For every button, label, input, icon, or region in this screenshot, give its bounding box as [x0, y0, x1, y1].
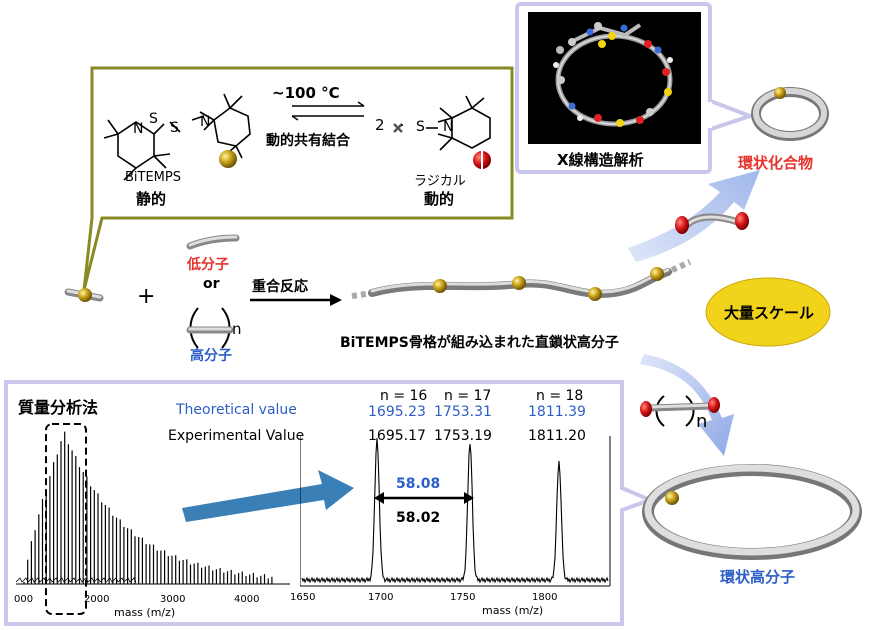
radical-dot: · [400, 118, 405, 134]
zoom-arrow [182, 470, 354, 522]
static-label: 静的 [136, 190, 167, 208]
right-axis-label: mass (m/z) [482, 604, 544, 617]
bond-type-label: 動的共有結合 [266, 133, 350, 149]
small-ring-bead [774, 87, 786, 99]
chain-bead [433, 279, 447, 293]
full-spectrum-peaks [16, 431, 273, 584]
peak-n-label: n = 16 [380, 388, 428, 404]
arrow-to-cyclic-polymer [640, 354, 734, 456]
red-cap-right [735, 212, 749, 230]
ms-title: 質量分析法 [18, 398, 99, 417]
right-tick: 1800 [532, 592, 558, 603]
dynamic-label: 動的 [424, 190, 455, 208]
radical-name: ラジカル [414, 174, 466, 189]
peak-theoretical: 1811.39 [528, 404, 586, 420]
left-tick: 4000 [234, 594, 260, 605]
difference-theoretical: 58.08 [396, 476, 441, 492]
peak-n-label: n = 17 [444, 388, 492, 404]
temperature-label: ~100 °C [272, 84, 340, 102]
zoom-region-box [45, 423, 87, 615]
experimental-label: Experimental Value [168, 428, 305, 444]
red-cap-left [675, 216, 689, 234]
reaction-scheme [103, 93, 491, 181]
atom-label-s: S [149, 111, 158, 127]
peak-experimental: 1753.19 [434, 428, 492, 444]
right-tick: 1650 [290, 592, 316, 603]
difference-experimental: 58.02 [396, 510, 441, 526]
spectrum-baseline [16, 577, 137, 583]
plus-sign: + [137, 284, 156, 309]
linear-polymer-label: BiTEMPS骨格が組み込まれた直鎖状高分子 [340, 335, 619, 351]
atom-label-s: S [416, 119, 425, 135]
low-mw-label: 低分子 [187, 257, 229, 273]
chain-bead [650, 267, 664, 281]
peak-theoretical: 1695.23 [368, 404, 426, 420]
xray-label: X線構造解析 [557, 151, 644, 169]
bitemps-name: BiTEMPS [125, 170, 181, 185]
polymer-label: 高分子 [190, 348, 232, 364]
gold-sphere [219, 150, 237, 168]
peak-experimental: 1695.17 [368, 428, 426, 444]
reaction-callout-frame [82, 66, 514, 291]
arrow-to-cyclic-compound [628, 170, 760, 262]
xray-callout-tail [707, 98, 756, 132]
atom-label-s: S [170, 120, 179, 136]
repeat-subscript: n [232, 320, 242, 338]
stoichiometry-coefficient: 2 [375, 116, 385, 134]
or-label: or [203, 276, 220, 292]
linear-polymer-chain [368, 268, 672, 298]
left-tick: 2000 [84, 594, 110, 605]
small-ring [753, 88, 827, 138]
atom-label-n: N [200, 114, 211, 130]
peak-experimental: 1811.20 [528, 428, 586, 444]
left-axis-label: mass (m/z) [114, 606, 176, 619]
peak-theoretical: 1753.31 [434, 404, 492, 420]
atom-label-n: N [443, 119, 454, 135]
atom-label-n: N [133, 121, 144, 137]
peak-n-label: n = 18 [536, 388, 584, 404]
right-tick: 1750 [450, 592, 476, 603]
left-tick: 3000 [160, 594, 186, 605]
large-ring-bead [665, 491, 679, 505]
crystal-molecule [553, 22, 673, 127]
chain-bead [588, 287, 602, 301]
repeat-subscript-lower: n [696, 411, 708, 432]
theoretical-label: Theoretical value [176, 402, 297, 418]
initiator-bead [78, 288, 92, 302]
large-ring [644, 464, 860, 556]
zoomed-mass-spectrum [300, 436, 611, 587]
scale-badge-text: 大量スケール [724, 304, 815, 322]
polymerization-label: 重合反応 [252, 279, 308, 295]
scale-badge-shape [705, 277, 831, 347]
right-tick: 1700 [368, 592, 394, 603]
cyclic-compound-label: 環状化合物 [738, 154, 814, 172]
chain-bead [512, 276, 526, 290]
full-mass-spectrum [16, 423, 290, 615]
cyclic-polymer-label: 環状高分子 [720, 568, 796, 586]
left-tick: 000 [14, 594, 34, 605]
zoomed-spectrum-trace [301, 437, 609, 584]
